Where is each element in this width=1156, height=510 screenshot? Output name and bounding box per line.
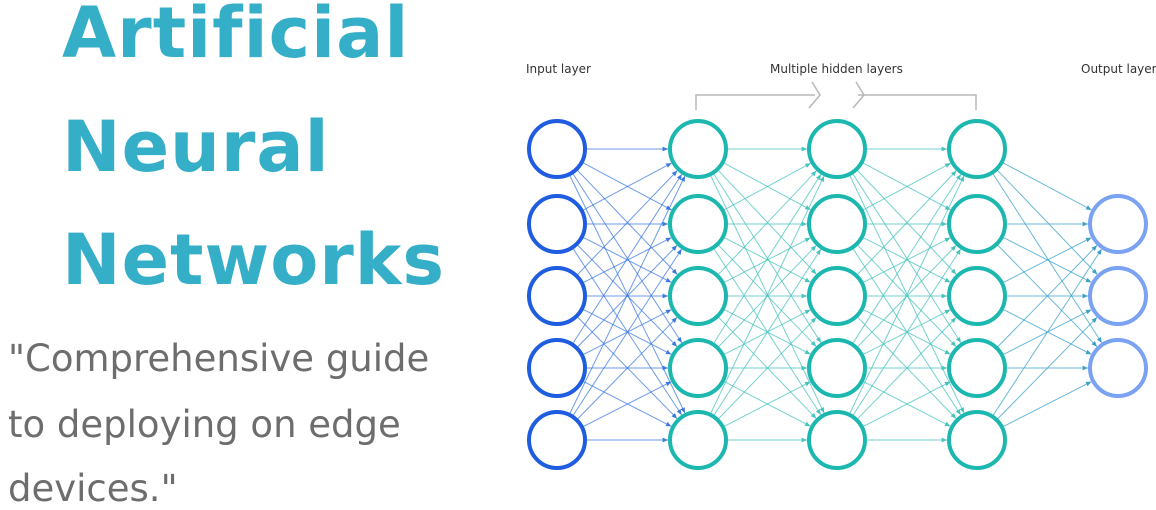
connection-line [723, 162, 811, 211]
connection-line [576, 317, 678, 420]
connection-line [572, 173, 683, 344]
hidden-1-node-2 [668, 194, 728, 254]
title-line-3: Networks [62, 219, 446, 301]
hidden-3-node-3 [947, 266, 1007, 326]
connection-line [582, 381, 672, 428]
connection-line [572, 248, 683, 416]
connection-line [723, 237, 811, 284]
connection-line [713, 174, 822, 344]
neuron-nodes [527, 119, 1148, 470]
hidden-layers-label: Multiple hidden layers [770, 62, 903, 76]
connection-line [576, 170, 678, 276]
connection-line [862, 237, 951, 284]
connection-line [862, 381, 951, 428]
hidden-2-node-2 [807, 194, 867, 254]
hidden-1-node-3 [668, 266, 728, 326]
connection-line [992, 173, 1103, 344]
connection-line [862, 162, 951, 211]
connection-line [1002, 237, 1092, 284]
hidden-3-node-4 [947, 338, 1007, 398]
connection-line [710, 175, 825, 415]
hidden-2-node-5 [807, 410, 867, 470]
hidden-2-node-3 [807, 266, 867, 326]
hidden-1-node-1 [668, 119, 728, 179]
hidden-1-node-4 [668, 338, 728, 398]
subtitle-line-1: "Comprehensive guide [8, 337, 430, 380]
output-node-2 [1088, 266, 1148, 326]
connection-line [1002, 162, 1092, 211]
input-node-4 [527, 338, 587, 398]
connection-line [717, 170, 817, 276]
output-node-3 [1088, 338, 1148, 398]
input-node-1 [527, 119, 587, 179]
connection-line [852, 248, 962, 416]
hidden-3-node-2 [947, 194, 1007, 254]
hidden-3-node-1 [947, 119, 1007, 179]
connection-line [852, 174, 962, 344]
hidden-layers-bracket [695, 81, 977, 110]
connection-lines [569, 146, 1103, 443]
connection-line [996, 245, 1098, 348]
connection-line [713, 248, 822, 416]
hidden-2-node-1 [807, 119, 867, 179]
connection-line [1002, 381, 1092, 428]
connection-line [856, 170, 957, 276]
connection-line [582, 237, 672, 284]
subtitle-line-2: to deploying on edge [8, 403, 401, 446]
connection-line [717, 317, 817, 420]
output-layer-label: Output layer [1081, 62, 1156, 76]
hidden-2-node-4 [807, 338, 867, 398]
connection-line [856, 317, 957, 420]
input-node-3 [527, 266, 587, 326]
connection-line [992, 248, 1103, 416]
connection-line [723, 381, 811, 428]
subtitle-line-3: devices." [8, 467, 178, 510]
connection-line [849, 175, 965, 415]
input-node-5 [527, 410, 587, 470]
connection-line [996, 317, 1098, 420]
connection-line [996, 169, 1098, 275]
input-layer-label: Input layer [526, 62, 591, 76]
hidden-3-node-5 [947, 410, 1007, 470]
hidden-1-node-5 [668, 410, 728, 470]
title-line-2: Neural [62, 106, 330, 188]
title-line-1: Artificial [62, 0, 410, 74]
connection-line [582, 162, 672, 211]
connection-line [569, 175, 686, 415]
output-node-1 [1088, 194, 1148, 254]
input-node-2 [527, 194, 587, 254]
